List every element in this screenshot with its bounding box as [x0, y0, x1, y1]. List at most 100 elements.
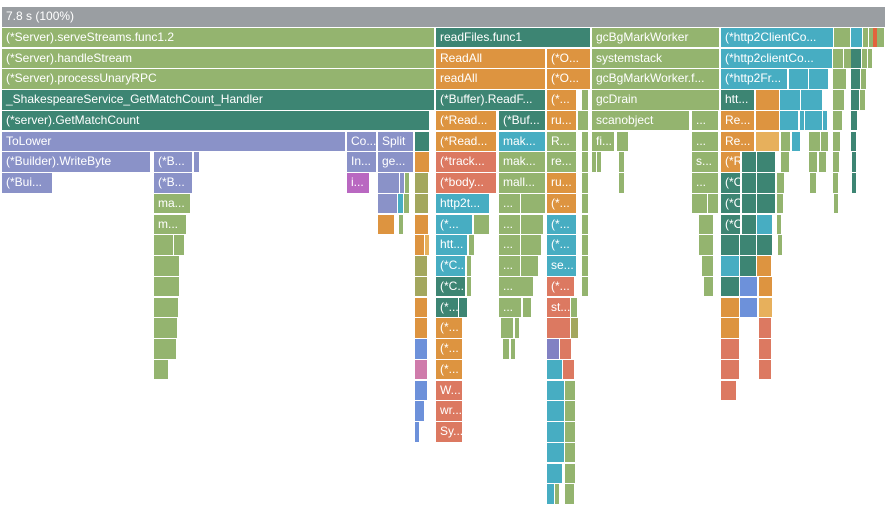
flame-root-cell[interactable]: 7.8 s (100%) [2, 7, 885, 27]
flame-cell[interactable]: ... [499, 276, 533, 297]
flame-cell[interactable] [801, 90, 822, 110]
flame-cell[interactable] [833, 173, 838, 193]
flame-cell[interactable]: ... [499, 235, 520, 255]
flame-cell[interactable] [521, 214, 543, 234]
flame-cell[interactable] [759, 318, 771, 338]
flame-cell[interactable] [780, 90, 800, 110]
flame-cell[interactable] [851, 27, 862, 48]
flame-cell[interactable] [868, 48, 872, 68]
flame-cell[interactable] [721, 256, 739, 276]
flame-cell[interactable]: (*Server).serveStreams.func1.2 [2, 27, 434, 48]
flame-cell[interactable] [578, 110, 582, 131]
flame-cell[interactable] [721, 318, 739, 338]
flame-cell[interactable]: In... [347, 152, 376, 172]
flame-cell[interactable]: se... [547, 256, 576, 276]
flame-cell[interactable] [415, 256, 427, 276]
flame-cell[interactable]: (*C... [436, 256, 465, 276]
flame-cell[interactable]: ge... [378, 152, 413, 172]
flame-cell[interactable]: Re... [721, 110, 754, 131]
flame-cell[interactable]: (*... [547, 235, 576, 255]
flame-cell[interactable] [863, 27, 868, 48]
flame-cell[interactable]: (*... [547, 193, 576, 214]
flame-cell[interactable] [415, 401, 424, 421]
flame-cell[interactable] [582, 90, 588, 110]
flame-cell[interactable] [810, 173, 816, 193]
flame-cell[interactable] [415, 173, 428, 193]
flame-cell[interactable] [789, 69, 808, 89]
flame-cell[interactable] [571, 297, 577, 317]
flame-cell[interactable] [571, 318, 575, 338]
flame-cell[interactable] [174, 235, 178, 255]
flame-cell[interactable]: _ShakespeareService_GetMatchCount_Handle… [2, 90, 434, 110]
flame-cell[interactable] [740, 256, 756, 276]
flame-cell[interactable]: ... [499, 256, 520, 276]
flame-cell[interactable] [692, 193, 707, 214]
flame-cell[interactable] [759, 297, 772, 317]
flame-cell[interactable] [851, 110, 857, 131]
flame-cell[interactable] [582, 110, 588, 131]
flame-cell[interactable] [503, 339, 509, 359]
flame-cell[interactable] [833, 48, 843, 68]
flame-cell[interactable] [547, 442, 564, 463]
flame-cell[interactable]: gcBgMarkWorker.f... [592, 69, 719, 89]
flame-cell[interactable] [582, 235, 588, 255]
flame-cell[interactable] [582, 276, 588, 297]
flame-cell[interactable] [180, 235, 184, 255]
flame-cell[interactable] [378, 193, 397, 214]
flame-cell[interactable] [415, 276, 427, 297]
flame-cell[interactable] [777, 214, 781, 234]
flame-cell[interactable] [523, 297, 531, 317]
flame-cell[interactable] [742, 152, 756, 172]
flame-cell[interactable] [809, 110, 822, 131]
flame-cell[interactable]: ... [499, 297, 521, 317]
flame-cell[interactable]: (*C... [721, 193, 740, 214]
flame-cell[interactable] [740, 276, 757, 297]
flame-cell[interactable]: Re... [721, 131, 754, 151]
flame-cell[interactable] [154, 256, 179, 276]
flame-cell[interactable]: gcDrain [592, 90, 719, 110]
flame-cell[interactable] [759, 359, 771, 380]
flame-cell[interactable] [582, 131, 588, 151]
flame-cell[interactable]: mak... [499, 131, 545, 151]
flame-cell[interactable] [415, 235, 424, 255]
flame-cell[interactable] [459, 297, 463, 317]
flame-cell[interactable]: (*C... [721, 214, 740, 234]
flame-cell[interactable]: (*server).GetMatchCount [2, 110, 429, 131]
flame-cell[interactable] [757, 173, 775, 193]
flame-cell[interactable]: (*... [436, 318, 462, 338]
flame-cell[interactable]: (*... [436, 297, 458, 317]
flame-cell[interactable]: Co... [347, 131, 376, 151]
flame-cell[interactable]: (*B... [154, 173, 192, 193]
flame-cell[interactable] [474, 214, 489, 234]
flame-cell[interactable] [819, 152, 823, 172]
flame-cell[interactable] [547, 463, 562, 483]
flame-cell[interactable] [501, 318, 513, 338]
flame-cell[interactable] [833, 152, 839, 172]
flame-cell[interactable] [777, 173, 784, 193]
flame-cell[interactable]: (*... [436, 214, 472, 234]
flame-cell[interactable]: (*Server).processUnaryRPC [2, 69, 434, 89]
flame-cell[interactable]: mak... [499, 152, 545, 172]
flame-cell[interactable] [415, 422, 419, 442]
flame-cell[interactable]: (*B... [154, 152, 192, 172]
flame-cell[interactable] [759, 339, 771, 359]
flame-cell[interactable]: Split [378, 131, 413, 151]
flame-cell[interactable] [547, 484, 554, 504]
flame-cell[interactable] [822, 152, 826, 172]
flame-cell[interactable] [823, 110, 827, 131]
flame-cell[interactable] [757, 235, 772, 255]
flame-cell[interactable] [515, 318, 519, 338]
flame-cell[interactable] [547, 339, 559, 359]
flame-cell[interactable] [777, 193, 783, 214]
flame-cell[interactable]: (*C... [436, 276, 465, 297]
flame-cell[interactable] [617, 131, 628, 151]
flame-cell[interactable] [869, 27, 873, 48]
flame-cell[interactable] [619, 173, 624, 193]
flame-cell[interactable]: (*... [436, 359, 462, 380]
flame-cell[interactable] [833, 131, 840, 151]
flame-cell[interactable]: (*Builder).WriteByte [2, 152, 150, 172]
flame-cell[interactable] [721, 339, 739, 359]
flame-cell[interactable]: ToLower [2, 131, 345, 151]
flame-cell[interactable] [404, 193, 409, 214]
flame-cell[interactable]: readFiles.func1 [436, 27, 590, 48]
